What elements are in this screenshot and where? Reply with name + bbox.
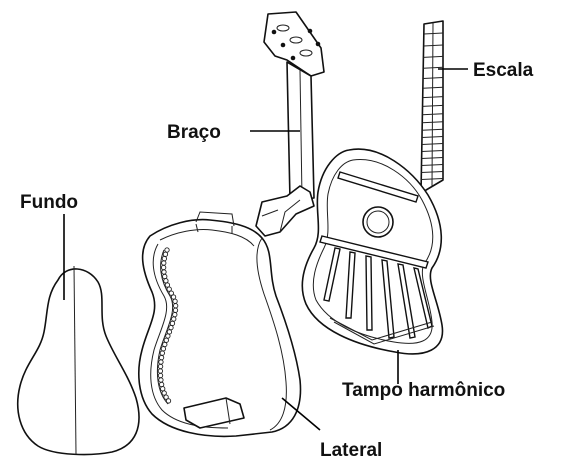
neck-part [256, 12, 324, 236]
label-braco: Braço [167, 122, 221, 143]
label-lateral: Lateral [320, 440, 382, 461]
fingerboard-part [421, 21, 443, 193]
label-escala: Escala [473, 60, 534, 81]
back-part [18, 266, 139, 454]
label-fundo: Fundo [20, 192, 78, 213]
label-tampo-harmonico: Tampo harmônico [342, 380, 505, 401]
sides-part [139, 212, 301, 436]
